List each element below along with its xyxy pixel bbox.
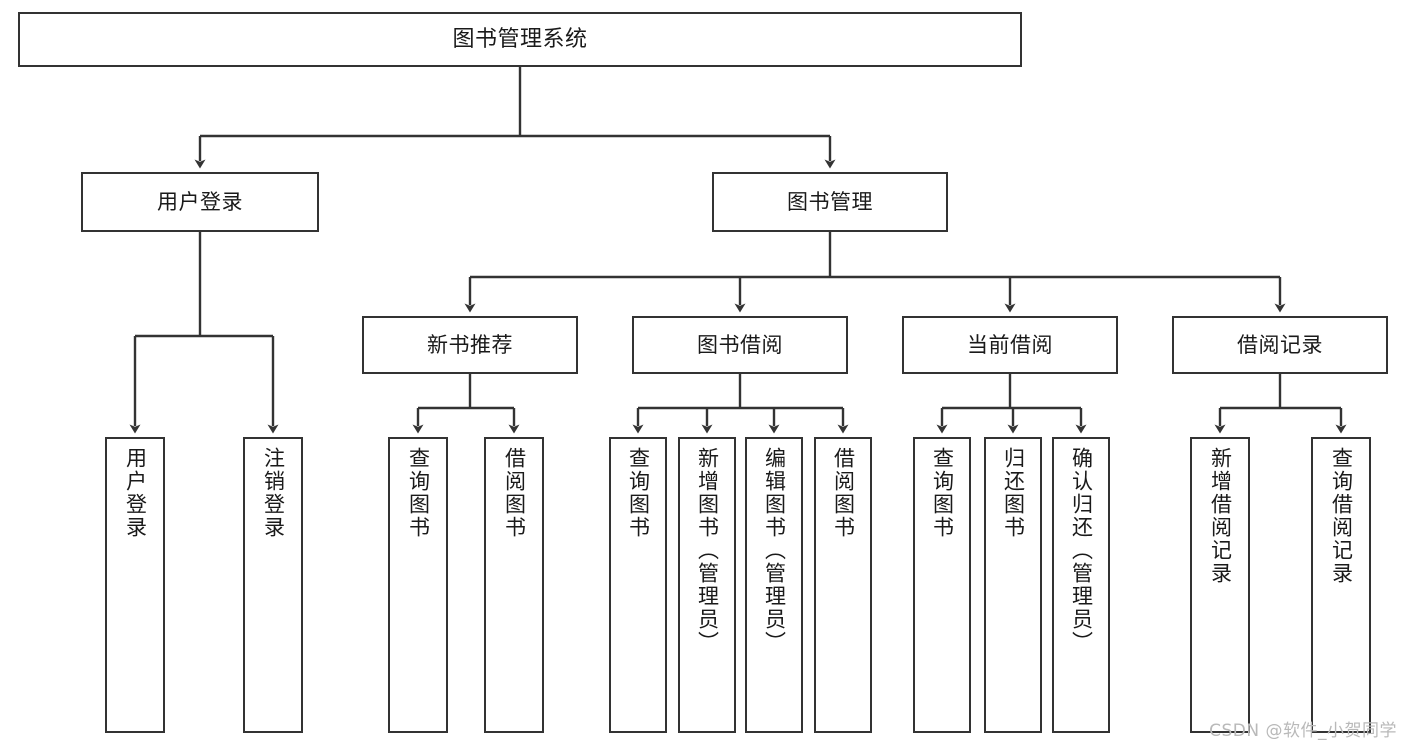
node-label: 新增借阅记录 — [1208, 447, 1233, 585]
node-user-login[interactable]: 用户登录 — [81, 172, 319, 232]
node-leaf-return-book[interactable]: 归还图书 — [984, 437, 1042, 733]
node-leaf-query-book-current[interactable]: 查询图书 — [913, 437, 971, 733]
node-label: 图书管理 — [787, 189, 873, 214]
node-label: 图书借阅 — [697, 332, 783, 357]
node-leaf-query-borrow-record[interactable]: 查询借阅记录 — [1311, 437, 1371, 733]
node-current-borrowing[interactable]: 当前借阅 — [902, 316, 1118, 374]
node-label: 借阅图书 — [502, 447, 527, 539]
node-label: 查询图书 — [406, 447, 431, 539]
node-leaf-add-borrow-record[interactable]: 新增借阅记录 — [1190, 437, 1250, 733]
node-label: 查询图书 — [930, 447, 955, 539]
node-leaf-user-logout[interactable]: 注销登录 — [243, 437, 303, 733]
node-leaf-confirm-return-admin[interactable]: 确认归还（管理员） — [1052, 437, 1110, 733]
node-label: 新书推荐 — [427, 332, 513, 357]
node-leaf-user-login[interactable]: 用户登录 — [105, 437, 165, 733]
node-book-borrowing[interactable]: 图书借阅 — [632, 316, 848, 374]
node-label: 借阅记录 — [1237, 332, 1323, 357]
node-leaf-add-book-admin[interactable]: 新增图书（管理员） — [678, 437, 736, 733]
node-leaf-query-book-new[interactable]: 查询图书 — [388, 437, 448, 733]
node-label: 用户登录 — [157, 189, 243, 214]
node-new-book-recommendation[interactable]: 新书推荐 — [362, 316, 578, 374]
node-label: 查询借阅记录 — [1329, 447, 1354, 585]
node-label: 借阅图书 — [831, 447, 856, 539]
node-root-book-management-system[interactable]: 图书管理系统 — [18, 12, 1022, 67]
node-leaf-edit-book-admin[interactable]: 编辑图书（管理员） — [745, 437, 803, 733]
node-label: 归还图书 — [1001, 447, 1026, 539]
node-borrowing-record[interactable]: 借阅记录 — [1172, 316, 1388, 374]
node-leaf-borrow-book-new[interactable]: 借阅图书 — [484, 437, 544, 733]
node-book-management[interactable]: 图书管理 — [712, 172, 948, 232]
node-label: 查询图书 — [626, 447, 651, 539]
node-label: 确认归还（管理员） — [1069, 447, 1094, 654]
node-label: 图书管理系统 — [452, 26, 588, 52]
node-label: 当前借阅 — [967, 332, 1053, 357]
node-label: 注销登录 — [261, 447, 286, 539]
node-label: 用户登录 — [123, 447, 148, 539]
node-leaf-borrow-book[interactable]: 借阅图书 — [814, 437, 872, 733]
node-label: 新增图书（管理员） — [695, 447, 720, 654]
node-leaf-query-book-borrowing[interactable]: 查询图书 — [609, 437, 667, 733]
csdn-watermark: CSDN @软件_小贺同学 — [1209, 721, 1397, 741]
node-label: 编辑图书（管理员） — [762, 447, 787, 654]
